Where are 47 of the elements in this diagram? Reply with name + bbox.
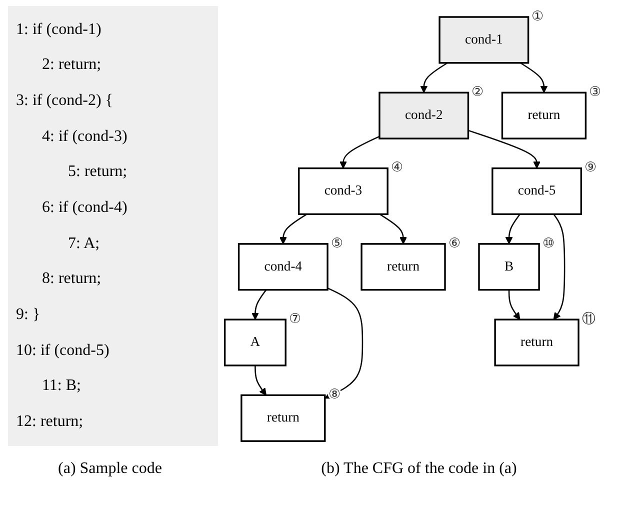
node-number: ⑥ — [448, 235, 462, 250]
node-box: return — [501, 92, 587, 140]
caption: (b) The CFG of the code in (a) — [320, 460, 518, 478]
code-line: 8: return; — [41, 270, 102, 288]
node-number: ⑤ — [330, 235, 344, 250]
arrow — [520, 62, 548, 93]
node-box: cond-1 — [438, 16, 530, 64]
arrow — [339, 136, 380, 169]
arrow — [279, 214, 308, 244]
code-line: 6: if (cond-4) — [41, 199, 128, 218]
arrow — [553, 214, 566, 320]
node-box: return — [360, 243, 446, 291]
arrow — [468, 130, 541, 169]
node-box: A — [224, 318, 286, 366]
code-line: 7: A; — [67, 234, 101, 253]
arrow — [379, 214, 407, 244]
node-box: cond-2 — [378, 92, 470, 140]
code-line: 2: return; — [41, 56, 102, 74]
arrow — [508, 290, 520, 320]
code-line: 9: } — [15, 306, 42, 324]
arrow — [420, 62, 448, 93]
arrow — [505, 214, 520, 244]
node-number: ④ — [391, 160, 404, 175]
node-box: cond-4 — [238, 243, 328, 291]
code-line: 5: return; — [67, 163, 128, 182]
node-box: cond-3 — [298, 167, 388, 216]
caption: (a) Sample code — [57, 460, 163, 478]
node-number: ⑩ — [542, 235, 556, 250]
code-line: 4: if (cond-3) — [41, 128, 128, 146]
node-number: ⑨ — [584, 160, 598, 175]
node-number: ② — [472, 84, 485, 100]
node-number: ⑦ — [289, 310, 302, 326]
code-line: 11: B; — [41, 377, 82, 396]
code-line: 3: if (cond-2) { — [15, 92, 114, 110]
node-number: ① — [532, 8, 545, 24]
node-box: return — [494, 318, 580, 366]
node-box: B — [478, 243, 540, 291]
arrow — [251, 289, 267, 320]
code-line: 1: if (cond-1) — [15, 20, 102, 39]
node-box: return — [240, 394, 326, 442]
code-line: 10: if (cond-5) — [15, 342, 110, 360]
code-line: 12: return; — [15, 413, 84, 432]
arrow — [324, 287, 364, 399]
node-number: ③ — [589, 84, 602, 100]
arrow — [254, 365, 267, 396]
node-number: ⑪ — [582, 310, 596, 326]
node-box: cond-5 — [492, 167, 582, 216]
